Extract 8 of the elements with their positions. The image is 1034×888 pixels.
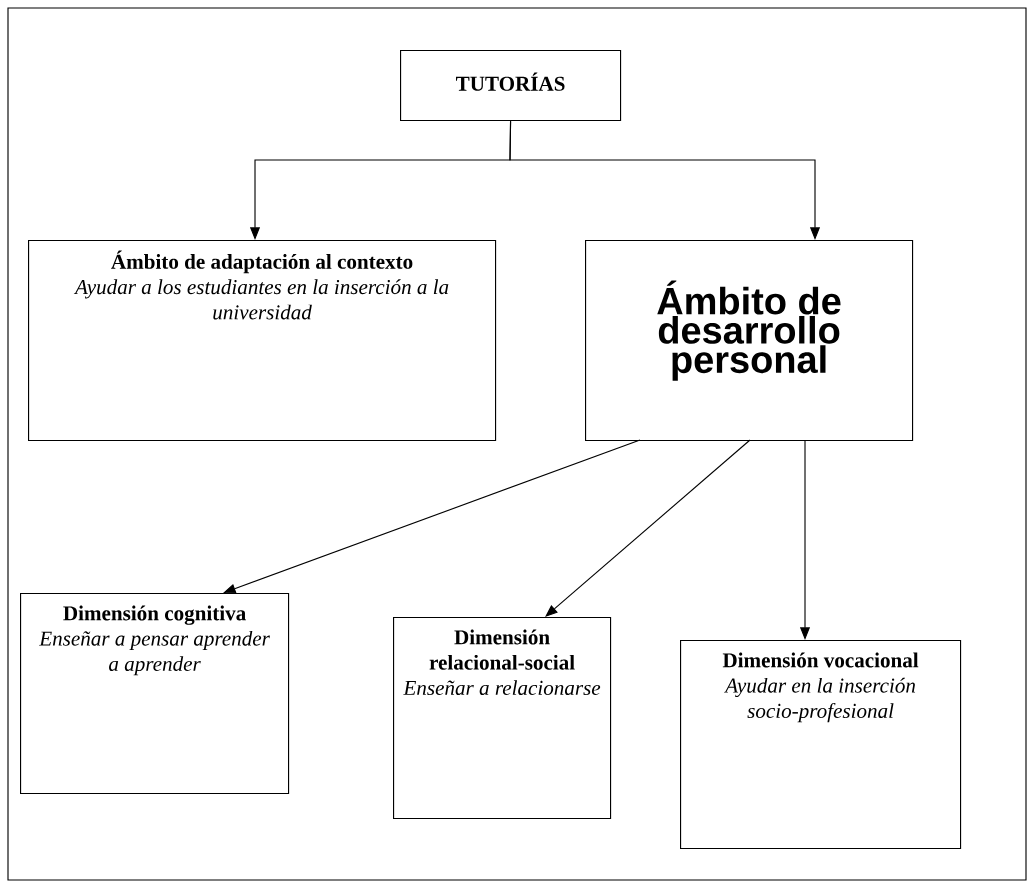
category-box: Ámbito de desarrollo personal [585, 240, 914, 442]
arrow [545, 439, 751, 617]
dimension-box: Dimensión cognitiva Enseñar a pensar aprender a aprender [20, 593, 290, 795]
arrow [223, 439, 641, 594]
title-box: TUTORÍAS [400, 50, 622, 122]
dimension-box: Dimensión relacional-social Enseñar a relacionarse [393, 617, 612, 820]
dimension-box: Dimensión vocacional Ayudar en la inserción socio-profesional [680, 640, 962, 850]
category-box: Ámbito de adaptación al contexto Ayudar a los estudiantes en la inserción a la universidad [28, 240, 497, 442]
